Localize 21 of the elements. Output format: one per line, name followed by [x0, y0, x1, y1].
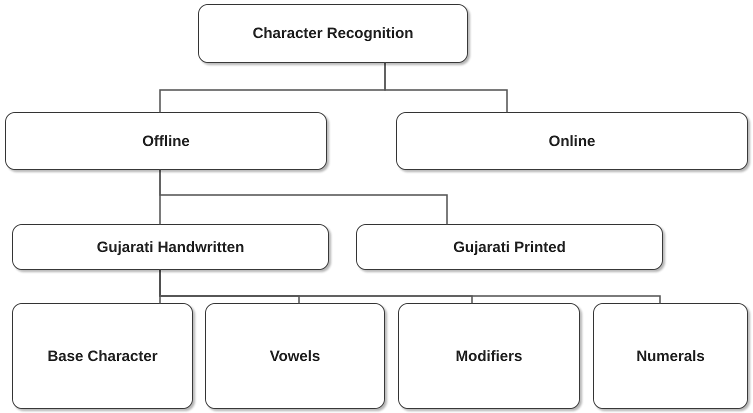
category-box [5, 112, 327, 170]
node-label: Vowels [270, 348, 320, 364]
node-label: Character Recognition [252, 25, 414, 42]
node-label: Modifiers [456, 348, 522, 364]
category-box [593, 303, 748, 409]
connector-line [159, 170, 448, 224]
category-box [356, 224, 663, 270]
category-box [12, 224, 329, 270]
node-label: Gujarati Printed [453, 238, 566, 256]
node-label: Base Character [47, 348, 158, 364]
node-label: Gujarati Handwritten [96, 238, 244, 256]
connector-line [384, 63, 508, 112]
node-label: Offline [142, 132, 190, 150]
category-box [12, 303, 193, 409]
node-label: Numerals [636, 348, 705, 364]
category-box [198, 4, 468, 63]
category-box [205, 303, 385, 409]
category-box [398, 303, 580, 409]
connector-line [159, 270, 661, 303]
category-box [396, 112, 748, 170]
node-label: Online [548, 132, 596, 150]
